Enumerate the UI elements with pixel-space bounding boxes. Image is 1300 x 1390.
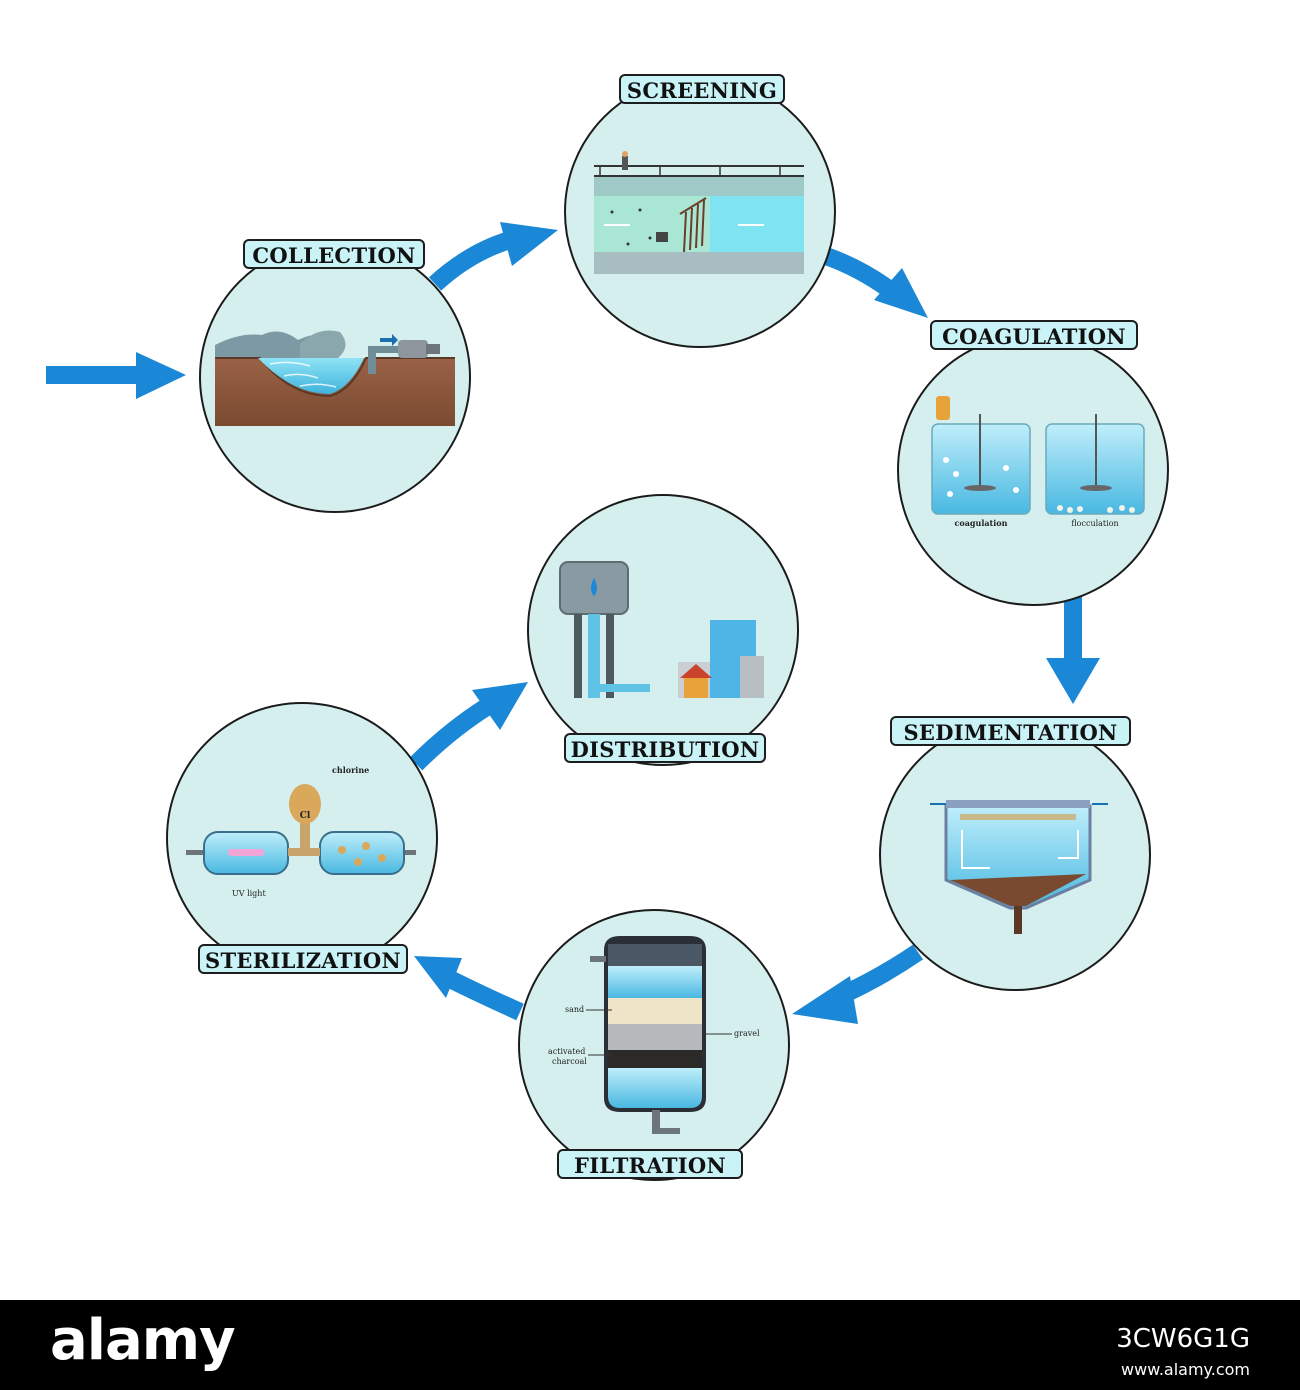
screening-label: SCREENING <box>619 74 785 104</box>
distribution-label: DISTRIBUTION <box>564 733 766 763</box>
sterilization-illustration: Cl chlorine UV light <box>186 765 416 898</box>
distribution-illustration <box>559 561 764 698</box>
filtration-illustration: sand gravel activated charcoal <box>548 936 760 1134</box>
flocculation-sub-label: flocculation <box>1071 519 1118 528</box>
arrow-sterilization-to-distribution <box>409 682 528 771</box>
filtration-charcoal-label-2: charcoal <box>552 1057 587 1066</box>
arrow-collection-to-screening <box>428 222 558 291</box>
footer-url: www.alamy.com <box>1121 1360 1250 1379</box>
sedimentation-label: SEDIMENTATION <box>890 716 1131 746</box>
coagulation-illustration: coagulation flocculation <box>931 396 1145 528</box>
collection-label: COLLECTION <box>243 239 425 269</box>
coagulation-sub-label: coagulation <box>955 518 1008 528</box>
filtration-charcoal-label-1: activated <box>548 1047 585 1056</box>
filtration-label: FILTRATION <box>557 1149 743 1179</box>
arrow-filtration-to-sterilization <box>414 956 524 1021</box>
chlorine-symbol: Cl <box>300 811 311 821</box>
process-diagram: coagulation flocculation sand gravel act… <box>46 76 1169 1181</box>
watermark-footer: alamy 3CW6G1G www.alamy.com <box>0 1300 1300 1390</box>
stage-circles <box>166 76 1169 1181</box>
sterilization-chlorine-label: chlorine <box>332 765 369 775</box>
filtration-sand-label: sand <box>565 1005 584 1014</box>
arrow-sedimentation-to-filtration <box>792 944 924 1024</box>
arrow-screening-to-coagulation <box>822 247 928 318</box>
alamy-logo: alamy <box>50 1308 236 1373</box>
coagulation-label: COAGULATION <box>930 320 1138 350</box>
filtration-gravel-label: gravel <box>734 1029 760 1038</box>
sedimentation-illustration <box>930 800 1108 934</box>
flow-arrows <box>46 222 1100 1024</box>
sterilization-uv-label: UV light <box>232 889 266 898</box>
screening-illustration <box>594 151 804 274</box>
sterilization-label: STERILIZATION <box>198 944 408 974</box>
collection-illustration <box>215 330 455 426</box>
input-arrow <box>46 352 186 399</box>
image-id: 3CW6G1G <box>1116 1324 1250 1354</box>
distribution-circle <box>527 494 799 766</box>
arrow-coagulation-to-sedimentation <box>1046 592 1100 704</box>
